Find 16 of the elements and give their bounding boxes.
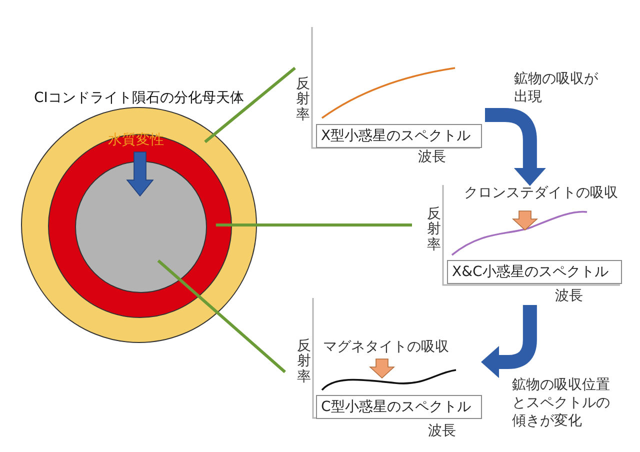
axis-label: 反射率 [296,77,310,124]
leader-line [216,223,412,226]
axis-label: 波長 [418,149,446,166]
leader-line [157,260,286,374]
axis-label: 波長 [428,423,456,440]
block-arrow [481,305,537,378]
body-title: CIコンドライト隕石の分化母天体 [34,90,244,108]
axis-label: 波長 [555,288,583,306]
spectrum-title-box: X&C小惑星のスペクトル [447,260,622,284]
absorption-label: クロンステダイトの吸収 [464,185,618,202]
spectrum-title-box: X型小惑星のスペクトル [316,124,482,148]
axis-label: 反射率 [427,207,441,254]
axis-label: 反射率 [297,339,311,386]
absorption-label: マグネタイトの吸収 [323,339,449,356]
leader-line [204,66,296,144]
spectrum-title-box: C型小惑星のスペクトル [316,395,482,419]
